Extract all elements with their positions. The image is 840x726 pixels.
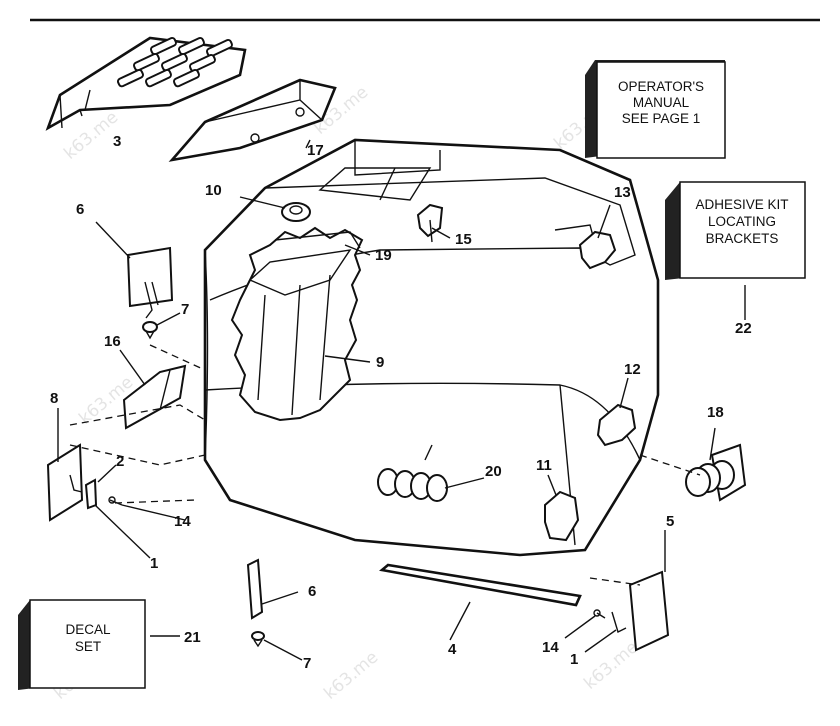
part-7-fastener-upper <box>142 321 158 340</box>
callout-8: 8 <box>50 390 58 407</box>
part-11-bracket <box>544 490 580 542</box>
callout-3: 3 <box>113 133 121 150</box>
watermark: k63.me <box>320 647 382 703</box>
callout-9: 9 <box>376 354 384 371</box>
callout-5: 5 <box>666 513 674 530</box>
callout-7: 7 <box>181 301 189 318</box>
part-7-fastener-lower <box>251 631 265 648</box>
callout-6: 6 <box>76 201 84 218</box>
decal-set-box: DECAL SET <box>18 599 146 690</box>
callout-10: 10 <box>205 182 222 199</box>
part-17-bracket <box>168 78 337 162</box>
callout-18: 18 <box>707 404 724 421</box>
callout-1: 1 <box>150 555 158 572</box>
callout-14: 14 <box>542 639 559 656</box>
part-10-knob <box>281 202 311 222</box>
adhesive-kit-line-2: LOCATING <box>708 214 776 229</box>
callout-14: 14 <box>174 513 191 530</box>
operators-manual-line-3: SEE PAGE 1 <box>622 111 701 126</box>
adhesive-kit-line-3: BRACKETS <box>706 231 779 246</box>
part-4-strip <box>379 563 582 607</box>
callout-21: 21 <box>184 629 201 646</box>
operators-manual-line-2: MANUAL <box>633 95 690 110</box>
part-15-bracket <box>416 203 444 243</box>
operators-manual-box: OPERATOR'S MANUAL SEE PAGE 1 <box>585 60 726 159</box>
part-14-screw-left <box>108 496 123 506</box>
callout-2: 2 <box>116 453 124 470</box>
callout-1: 1 <box>570 651 578 668</box>
adhesive-kit-line-1: ADHESIVE KIT <box>695 197 788 212</box>
guide-lines-left <box>69 344 206 504</box>
adhesive-kit-box: ADHESIVE KIT LOCATING BRACKETS <box>665 181 806 280</box>
decal-set-line-2: SET <box>75 639 101 654</box>
part-20-decals <box>377 444 448 502</box>
part-6-clip-lower <box>246 558 264 620</box>
callout-16: 16 <box>104 333 121 350</box>
leader-lines <box>57 89 746 661</box>
part-16-decal <box>122 364 187 430</box>
operators-manual-line-1: OPERATOR'S <box>618 79 704 94</box>
callout-17: 17 <box>307 142 324 159</box>
callouts: 3 17 10 6 15 19 13 7 16 22 9 12 8 18 2 2… <box>50 133 752 672</box>
callout-22: 22 <box>735 320 752 337</box>
decal-set-line-1: DECAL <box>65 622 111 637</box>
watermark: k63.me <box>580 637 642 693</box>
callout-12: 12 <box>624 361 641 378</box>
callout-20: 20 <box>485 463 502 480</box>
part-6-clip-upper <box>126 246 174 319</box>
callout-13: 13 <box>614 184 631 201</box>
callout-4: 4 <box>448 641 457 658</box>
part-9-cutaway <box>230 226 364 422</box>
part-18-decal <box>639 443 747 502</box>
callout-19: 19 <box>375 247 392 264</box>
part-14-screw-right <box>593 609 606 619</box>
part-5-plate <box>589 570 670 652</box>
callout-6: 6 <box>308 583 316 600</box>
part-2-clip <box>84 478 98 510</box>
part-8-plate <box>46 443 84 522</box>
callout-7: 7 <box>303 655 311 672</box>
part-13-bracket <box>578 230 617 270</box>
callout-15: 15 <box>455 231 472 248</box>
part-top-grille <box>45 36 247 131</box>
callout-11: 11 <box>536 457 552 474</box>
